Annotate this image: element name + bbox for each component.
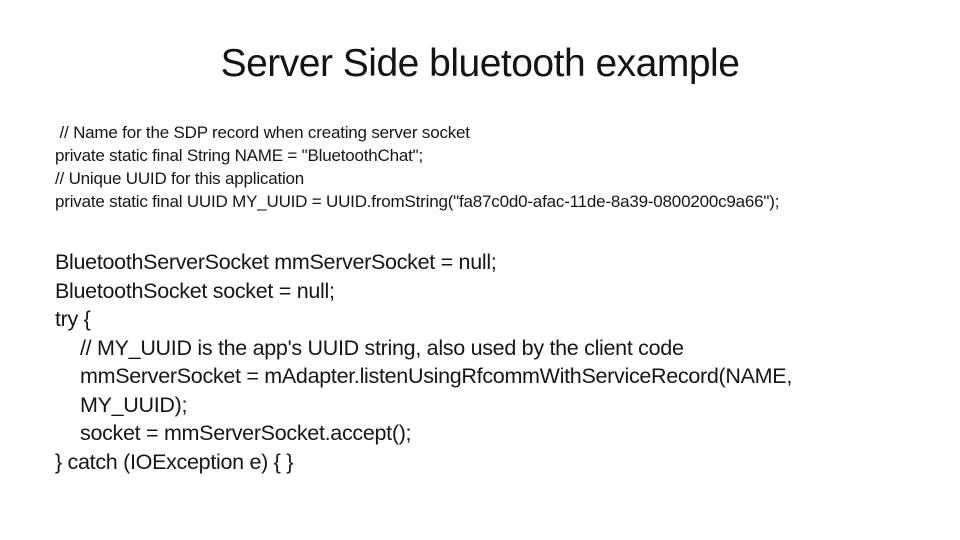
code-block-sdp-record: // Name for the SDP record when creating… xyxy=(55,121,940,213)
code-line: private static final String NAME = "Blue… xyxy=(55,146,424,165)
code-line: // Unique UUID for this application xyxy=(55,169,305,188)
code-line: mmServerSocket = mAdapter.listenUsingRfc… xyxy=(80,364,793,388)
code-line: // Name for the SDP record when creating… xyxy=(55,123,470,142)
slide-title: Server Side bluetooth example xyxy=(220,42,740,85)
code-line: BluetoothSocket socket = null; xyxy=(55,278,335,303)
code-line: } catch (IOException e) { } xyxy=(55,449,294,474)
code-line: BluetoothServerSocket mmServerSocket = n… xyxy=(55,250,497,274)
code-line: // MY_UUID is the app's UUID string, als… xyxy=(80,335,684,360)
code-line: try { xyxy=(55,307,91,331)
code-block-server-socket: BluetoothServerSocket mmServerSocket = n… xyxy=(55,248,940,476)
code-line: private static final UUID MY_UUID = UUID… xyxy=(55,192,780,211)
code-line: socket = mmServerSocket.accept(); xyxy=(80,421,412,445)
code-line: MY_UUID); xyxy=(80,392,188,417)
